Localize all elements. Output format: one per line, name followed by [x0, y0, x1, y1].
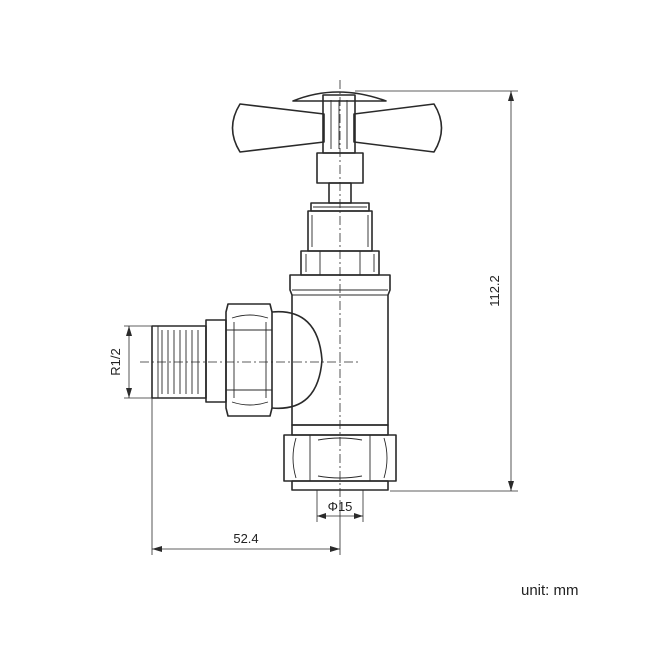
height-dimension: 112.2 — [355, 90, 518, 492]
height-label: 112.2 — [487, 275, 502, 307]
unit-label: unit: mm — [521, 582, 579, 599]
thread-dimension: R1/2 — [108, 325, 152, 399]
thread-label: R1/2 — [108, 348, 123, 375]
union-nut — [225, 303, 273, 417]
threaded-tail — [151, 319, 227, 403]
valve-body — [271, 274, 391, 426]
center-lines — [140, 80, 360, 500]
cross-handle — [231, 91, 443, 154]
offset-dimension: 52.4 — [151, 398, 341, 555]
offset-label: 52.4 — [233, 531, 258, 546]
valve-bonnet — [300, 210, 380, 276]
